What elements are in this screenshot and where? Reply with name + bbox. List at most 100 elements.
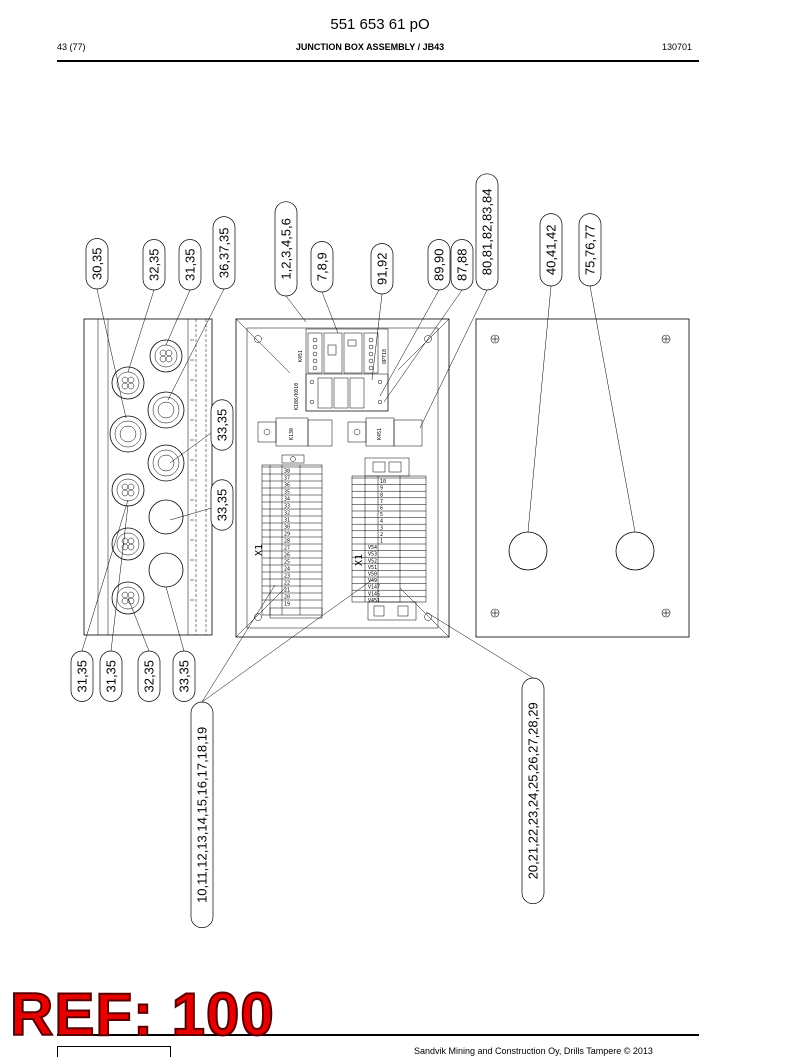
terminal-number: 33 — [284, 504, 290, 510]
terminal-label: V145 — [368, 591, 380, 597]
terminal-number: 8 — [380, 492, 383, 498]
callout-label: 89,90 — [432, 248, 447, 281]
callout-label: 33,35 — [215, 409, 230, 442]
inside-view-box: K451 K108/K010 OPT18 K130 K451 383736353… — [235, 318, 450, 638]
callout-bubble: 87,88 — [450, 239, 474, 291]
terminal-number: 2 — [380, 532, 383, 538]
callout-label: 75,76,77 — [583, 224, 598, 275]
callout-bubble: 33,35 — [172, 650, 196, 702]
callout-label: 36,37,35 — [217, 227, 232, 278]
lid-hole — [508, 531, 548, 571]
terminal-number: 31 — [284, 518, 290, 524]
relay-tag: K451 — [377, 428, 383, 440]
callout-bubble: 7,8,9 — [310, 241, 334, 293]
terminal-number: 1 — [380, 539, 383, 545]
terminal-label: V51 — [368, 565, 377, 571]
callout-label: 87,88 — [455, 248, 470, 281]
callout-label: 31,35 — [104, 660, 119, 693]
leader-lines — [81, 285, 636, 703]
callout-bubble: 10,11,12,13,14,15,16,17,18,19 — [190, 701, 214, 929]
callout-bubble: 91,92 — [370, 243, 394, 295]
terminal-number: 4 — [380, 519, 383, 525]
callout-bubble: 32,35 — [137, 650, 161, 702]
terminal-number: 9 — [380, 486, 383, 492]
relay-tag: K451 — [298, 350, 304, 362]
terminal-number: 27 — [284, 546, 290, 552]
terminal-number: 37 — [284, 476, 290, 482]
terminal-label: V451 — [368, 598, 380, 604]
callout-label: 7,8,9 — [315, 252, 330, 281]
terminal-number: 28 — [284, 539, 290, 545]
terminal-number: 7 — [380, 499, 383, 505]
footer-rule — [57, 1034, 699, 1036]
terminal-label: V53 — [368, 552, 377, 558]
callout-label: 80,81,82,83,84 — [480, 189, 495, 276]
relay-tag: K108/K010 — [294, 383, 300, 410]
terminal-number: 23 — [284, 574, 290, 580]
terminal-label: V50 — [368, 572, 377, 578]
terminal-number: 19 — [284, 602, 290, 608]
cable-gland — [111, 527, 145, 561]
terminal-number: 22 — [284, 581, 290, 587]
terminal-label: V49 — [368, 578, 377, 584]
terminal-number: 38 — [284, 469, 290, 475]
terminal-label: V54 — [368, 545, 377, 551]
terminal-number: 21 — [284, 588, 290, 594]
callout-bubble: 1,2,3,4,5,6 — [274, 201, 298, 297]
brand-logo-strip — [57, 1046, 171, 1057]
cable-gland — [109, 415, 147, 453]
relay-tag: OPT18 — [382, 349, 388, 364]
callout-bubble: 80,81,82,83,84 — [475, 173, 499, 291]
callout-bubble: 75,76,77 — [578, 213, 602, 287]
header-rule — [57, 60, 699, 62]
terminal-number: 30 — [284, 525, 290, 531]
terminal-number: 10 — [380, 479, 386, 485]
copyright-text: Sandvik Mining and Construction Oy, Dril… — [414, 1046, 653, 1056]
callout-bubble: 31,35 — [70, 650, 94, 702]
lid-view — [475, 318, 690, 638]
document-date: 130701 — [662, 42, 693, 52]
callout-bubble: 40,41,42 — [539, 213, 563, 287]
callout-bubble: 31,35 — [99, 650, 123, 702]
callout-label: 33,35 — [177, 660, 192, 693]
callout-bubble: 89,90 — [427, 239, 451, 291]
callout-label: 31,35 — [183, 248, 198, 281]
terminal-number: 24 — [284, 567, 290, 573]
terminal-number: 25 — [284, 560, 290, 566]
callout-bubble: 33,35 — [210, 479, 234, 531]
cable-gland — [147, 391, 185, 429]
terminal-number: 3 — [380, 525, 383, 531]
callout-bubble: 36,37,35 — [212, 216, 236, 290]
callout-group: 30,35 32,35 31,35 36,37,35 1,2,3,4,5,6 7,8,9 9… — [70, 173, 602, 929]
callout-label: 33,35 — [215, 489, 230, 522]
callout-bubble: 33,35 — [210, 399, 234, 451]
terminal-number: 34 — [284, 497, 290, 503]
terminal-number: 26 — [284, 553, 290, 559]
terminal-tag: X1 — [254, 544, 265, 556]
terminal-number: 29 — [284, 532, 290, 538]
terminal-number: 35 — [284, 490, 290, 496]
callout-label: 30,35 — [90, 247, 105, 280]
callout-label: 20,21,22,23,24,25,26,27,28,29 — [526, 702, 541, 879]
callout-label: 91,92 — [375, 252, 390, 285]
callout-bubble: 30,35 — [85, 238, 109, 290]
terminal-number: 5 — [380, 512, 383, 518]
section-title: JUNCTION BOX ASSEMBLY / JB43 — [295, 42, 445, 52]
terminal-number: 32 — [284, 511, 290, 517]
terminal-label: V52 — [368, 558, 377, 564]
terminal-label: V147 — [368, 585, 380, 591]
document-number: 551 653 61 pO — [330, 16, 430, 33]
callout-label: 1,2,3,4,5,6 — [279, 218, 294, 279]
page-counter: 43 (77) — [57, 42, 86, 52]
lid-hole — [615, 531, 655, 571]
callout-bubble: 32,35 — [142, 239, 166, 291]
terminal-number: 6 — [380, 506, 383, 512]
callout-label: 32,35 — [142, 660, 157, 693]
ref-stamp: REF: 100 — [9, 981, 275, 1048]
side-view-gland-plate — [83, 318, 213, 636]
callout-label: 31,35 — [75, 660, 90, 693]
cable-gland — [147, 444, 185, 482]
callout-label: 10,11,12,13,14,15,16,17,18,19 — [195, 727, 210, 903]
relay-tag: K130 — [289, 428, 295, 440]
